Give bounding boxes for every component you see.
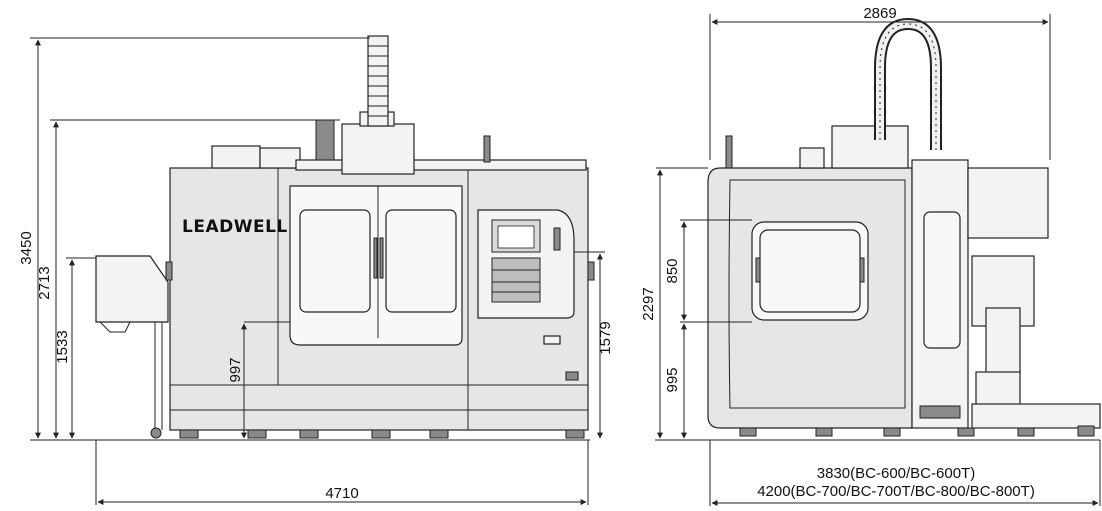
dim-995: 995 bbox=[664, 367, 681, 392]
dim-850: 850 bbox=[664, 258, 681, 283]
control-panel bbox=[477, 209, 575, 319]
dim-1579: 1579 bbox=[597, 321, 614, 354]
dim-2713: 2713 bbox=[36, 266, 53, 299]
side-leveling-feet bbox=[739, 427, 1035, 437]
dim-3830-label: 3830(BC-600/BC-600T) bbox=[817, 465, 975, 482]
dim-4710: 4710 bbox=[325, 485, 358, 502]
dim-4200-label: 4200(BC-700/BC-700T/BC-800/BC-800T) bbox=[757, 483, 1035, 500]
dim-997: 997 bbox=[227, 357, 244, 382]
side-view: 2869 2297 850 995 3830(BC-600/BC-600T) 4… bbox=[640, 5, 1101, 506]
dim-2297: 2297 bbox=[640, 287, 657, 320]
door-window-left bbox=[299, 209, 371, 313]
chip-conveyor bbox=[95, 255, 169, 323]
pallet-base bbox=[971, 403, 1101, 429]
cable-chain bbox=[367, 35, 389, 127]
door-window-right bbox=[385, 209, 457, 313]
dim-3450: 3450 bbox=[18, 231, 35, 264]
front-view: LEADWELL bbox=[18, 35, 614, 505]
leveling-feet bbox=[179, 429, 585, 439]
dim-1533: 1533 bbox=[54, 330, 71, 363]
spindle-head bbox=[341, 123, 415, 175]
dim-2869: 2869 bbox=[863, 5, 896, 22]
spindle-housing bbox=[831, 125, 909, 169]
brand-logo: LEADWELL bbox=[182, 217, 288, 237]
